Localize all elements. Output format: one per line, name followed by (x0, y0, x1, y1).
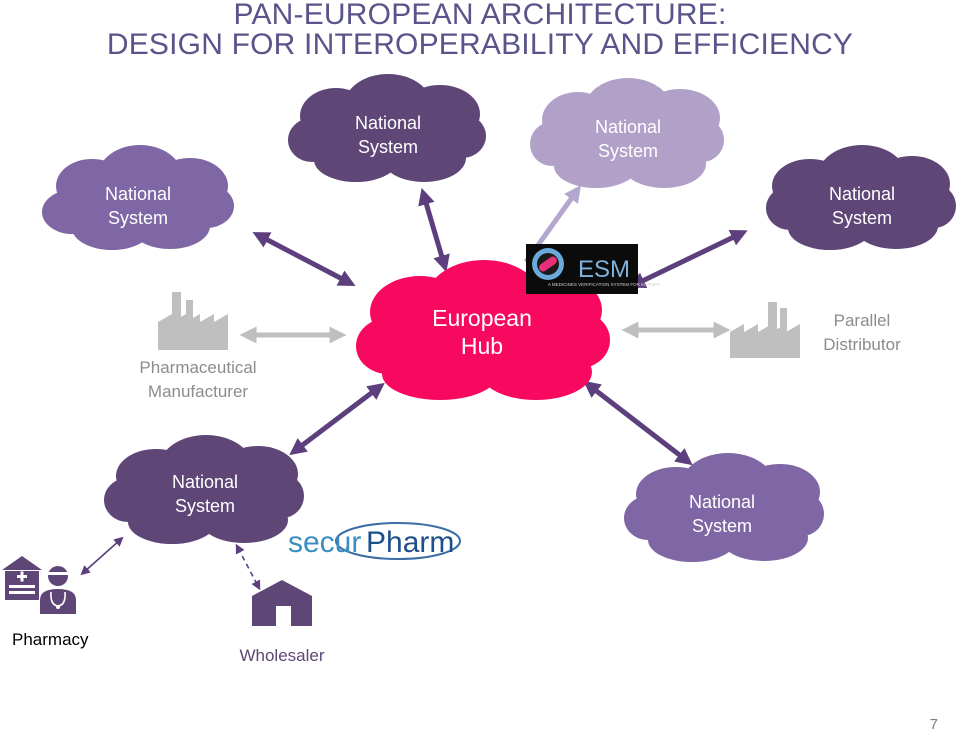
cloud-label-line-1: National (172, 472, 238, 492)
distributor-label-line-1: Parallel (834, 311, 891, 330)
arrow-national-pharmacy (80, 536, 124, 576)
esm-logo-tagline: A MEDICINES VERIFICATION SYSTEM FOR EURO… (548, 282, 660, 287)
cloud-label-line-1: National (595, 117, 661, 137)
arrow-hub-national-bottom-right (583, 380, 693, 466)
pharmacy-label: Pharmacy (12, 630, 89, 649)
national-system-cloud-left: National System (42, 145, 234, 250)
cloud-label-line-1: National (829, 184, 895, 204)
warehouse-icon (252, 580, 312, 626)
cloud-label-line-2: System (175, 496, 235, 516)
national-system-cloud-top-right: National System (530, 78, 724, 188)
arrow-national-wholesaler (235, 543, 261, 591)
cloud-label-line-1: National (105, 184, 171, 204)
arrow-hub-national-top-left (418, 187, 450, 273)
pharmacy-building-icon (2, 556, 42, 600)
distributor-label-line-2: Distributor (823, 335, 901, 354)
cloud-label-line-1: National (689, 492, 755, 512)
arrow-hub-national-right (628, 230, 748, 288)
page-number: 7 (929, 716, 938, 733)
arrow-hub-national-left (252, 232, 356, 286)
cloud-label-line-1: National (355, 113, 421, 133)
european-hub-cloud: European Hub (356, 260, 610, 400)
manufacturer-label-line-2: Manufacturer (148, 382, 248, 401)
cloud-label-line-2: System (692, 516, 752, 536)
national-system-cloud-right: National System (766, 145, 956, 250)
securpharm-logo: secur Pharm (288, 522, 461, 560)
esm-logo: ESM A MEDICINES VERIFICATION SYSTEM FOR … (526, 244, 660, 294)
page-title-line-2: DESIGN FOR INTEROPERABILITY AND EFFICIEN… (106, 28, 854, 61)
doctor-icon (40, 566, 76, 614)
cloud-label-line-2: System (108, 208, 168, 228)
national-system-cloud-bottom-right: National System (624, 453, 824, 562)
arrow-hub-national-bottom-left (289, 382, 385, 456)
hub-label-line-1: European (432, 305, 532, 331)
securpharm-logo-part-2: Pharm (366, 526, 454, 559)
national-system-cloud-bottom-left: National System (104, 435, 304, 544)
national-system-cloud-top-left: National System (288, 74, 486, 182)
factory-icon-manufacturer (158, 292, 228, 350)
page-title-line-1: PAN-EUROPEAN ARCHITECTURE: (233, 0, 727, 31)
esm-logo-name: ESM (578, 256, 630, 283)
hub-label-line-2: Hub (461, 333, 503, 359)
factory-icon-distributor (730, 302, 800, 358)
wholesaler-label: Wholesaler (239, 646, 324, 665)
cloud-label-line-2: System (832, 208, 892, 228)
manufacturer-label-line-1: Pharmaceutical (139, 358, 256, 377)
cloud-label-line-2: System (598, 141, 658, 161)
securpharm-logo-part-1: secur (288, 526, 361, 559)
cloud-label-line-2: System (358, 137, 418, 157)
